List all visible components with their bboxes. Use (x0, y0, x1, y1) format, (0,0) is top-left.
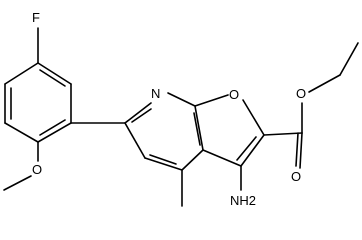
carbonyl-oxygen-label: O (291, 169, 301, 184)
methoxy-oxygen-label: O (32, 162, 42, 177)
pyridine-ring (124, 92, 204, 171)
bond (167, 92, 196, 107)
double-bond-inner (149, 154, 177, 165)
bond (124, 102, 152, 124)
double-bond-inner (131, 108, 152, 123)
bond (124, 122, 146, 159)
bond (4, 62, 39, 85)
ester-oxygen-label: O (296, 86, 306, 101)
bond-ethyl (339, 42, 359, 76)
pyridine-nitrogen-label: N (151, 86, 160, 101)
bond (202, 149, 242, 167)
bond (194, 94, 229, 107)
furan-oxygen-label: O (229, 87, 239, 102)
bond (240, 134, 265, 167)
double-bond-inner (236, 136, 257, 161)
bond (242, 99, 265, 136)
bond-o-ethyl (308, 74, 341, 93)
bond (144, 157, 183, 171)
furan-ring (194, 94, 265, 167)
bond (194, 105, 204, 151)
phenyl-ring (4, 62, 72, 143)
double-bond-inner (39, 119, 66, 136)
bond-ring-carbonyl (263, 132, 303, 136)
double-bond-inner (193, 112, 201, 146)
bond (4, 122, 39, 143)
bond (37, 122, 72, 143)
bond-carbonyl-double-b (295, 132, 299, 167)
molecule-structure-diagram: F O N O NH2 O O (3, 10, 359, 208)
bond (181, 149, 204, 171)
double-bond-inner (39, 69, 66, 87)
bond (37, 62, 72, 85)
bond-carbonyl-double-a (299, 132, 303, 169)
bond-o-ch3-methoxy (3, 175, 32, 191)
amino-group-label: NH2 (230, 193, 256, 208)
fluorine-atom-label: F (32, 10, 40, 25)
